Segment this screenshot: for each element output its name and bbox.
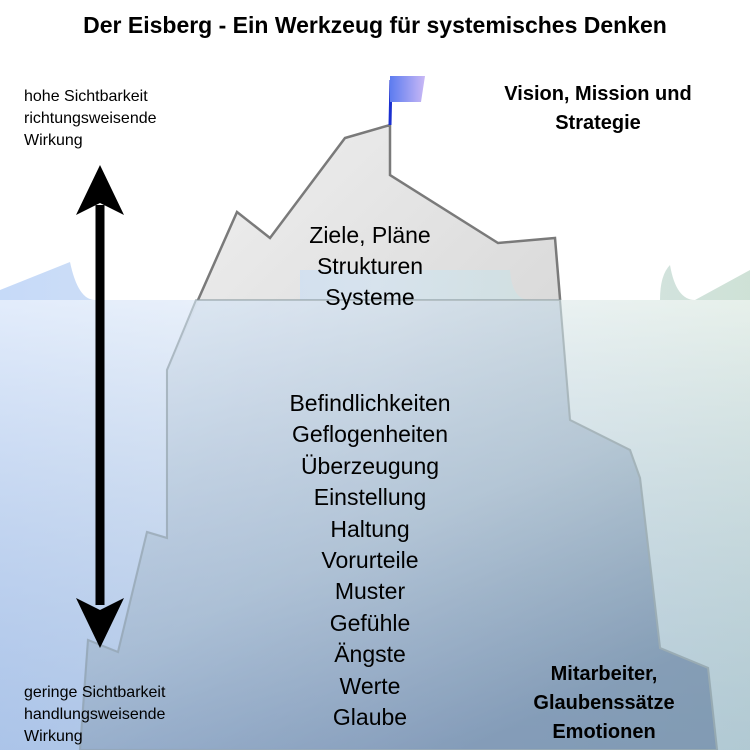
label-line: Glaubenssätze bbox=[533, 692, 675, 714]
list-item: Ziele, Pläne bbox=[309, 222, 431, 248]
list-item: Gefühle bbox=[329, 609, 411, 636]
label-line: Strategie bbox=[555, 112, 641, 134]
list-item: Haltung bbox=[330, 515, 410, 542]
hidden-items-list: Befindlichkeiten Geflogenheiten Überzeug… bbox=[240, 388, 500, 733]
list-item: Strukturen bbox=[316, 253, 424, 279]
flag-icon bbox=[388, 76, 425, 126]
low-visibility-label: geringe Sichtbarkeit handlungsweisende W… bbox=[24, 682, 165, 748]
label-line: Wirkung bbox=[24, 728, 83, 745]
high-visibility-label: hohe Sichtbarkeit richtungsweisende Wirk… bbox=[24, 86, 157, 152]
list-item: Befindlichkeiten bbox=[289, 390, 451, 416]
vision-label: Vision, Mission und Strategie bbox=[470, 80, 726, 138]
list-item: Ängste bbox=[334, 641, 406, 668]
label-line: Mitarbeiter, bbox=[550, 663, 658, 685]
label-line: handlungsweisende bbox=[24, 706, 166, 723]
label-line: Emotionen bbox=[552, 721, 656, 743]
label-line: Vision, Mission und bbox=[504, 83, 692, 105]
label-line: hohe Sichtbarkeit bbox=[24, 88, 148, 105]
iceberg-underwater bbox=[78, 299, 719, 750]
list-item: Muster bbox=[334, 578, 406, 605]
label-line: richtungsweisende bbox=[24, 110, 157, 127]
list-item: Werte bbox=[339, 672, 401, 699]
list-item: Glaube bbox=[332, 704, 408, 731]
label-line: Wirkung bbox=[24, 132, 83, 149]
list-item: Vorurteile bbox=[321, 547, 419, 574]
list-item: Einstellung bbox=[313, 484, 427, 511]
diagram-title: Der Eisberg - Ein Werkzeug für systemisc… bbox=[83, 12, 667, 38]
label-line: geringe Sichtbarkeit bbox=[24, 684, 166, 701]
visible-items-list: Ziele, Pläne Strukturen Systeme bbox=[240, 220, 500, 313]
employees-label: Mitarbeiter, Glaubenssätze Emotionen bbox=[500, 660, 708, 747]
list-item: Geflogenheiten bbox=[291, 421, 448, 448]
list-item: Systeme bbox=[325, 284, 415, 310]
list-item: Überzeugung bbox=[300, 452, 440, 479]
double-arrow-icon bbox=[76, 165, 124, 648]
